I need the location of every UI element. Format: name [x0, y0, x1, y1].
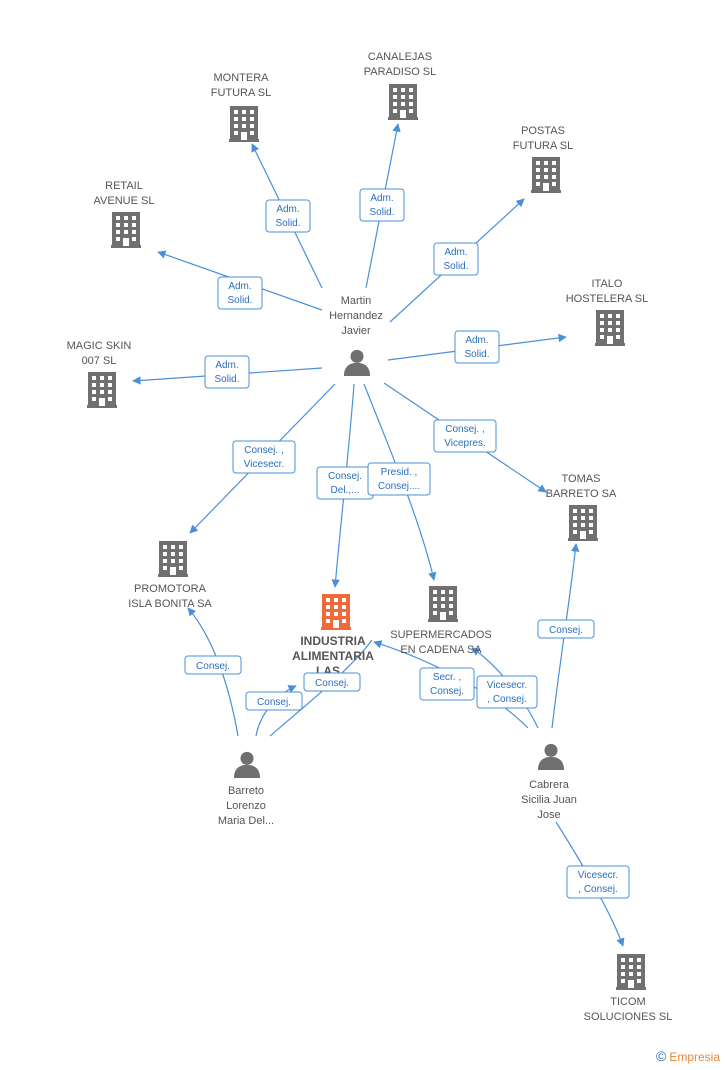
brand-name: Empresia: [669, 1050, 720, 1064]
role-tomas-martin[interactable]: Consej. ,Vicepres.: [433, 419, 497, 453]
svg-text:Presid. ,Consej....: Presid. ,Consej....: [378, 467, 420, 492]
svg-text:Consej.: Consej.: [315, 678, 349, 689]
svg-text:Consej. ,Vicepres.: Consej. ,Vicepres.: [444, 424, 486, 449]
svg-text:Consej. ,Vicesecr.: Consej. ,Vicesecr.: [244, 445, 284, 470]
role-industria-barreto-2[interactable]: Consej.: [303, 672, 361, 692]
role-supermercados-martin[interactable]: Presid. ,Consej....: [367, 462, 431, 496]
company-industria[interactable]: [321, 594, 351, 630]
role-promotora-martin[interactable]: Consej. ,Vicesecr.: [232, 440, 296, 474]
role-tomas-cabrera[interactable]: Consej.: [537, 619, 595, 639]
svg-text:Adm.Solid.: Adm.Solid.: [227, 281, 252, 306]
role-industria-barreto-1[interactable]: Consej.: [245, 691, 303, 711]
svg-text:Adm.Solid.: Adm.Solid.: [369, 193, 394, 218]
role-retail[interactable]: Adm.Solid.: [217, 276, 263, 310]
svg-text:Vicesecr., Consej.: Vicesecr., Consej.: [578, 870, 618, 895]
company-promotora[interactable]: [158, 541, 188, 577]
person-barreto[interactable]: [233, 751, 261, 778]
svg-text:Adm.Solid.: Adm.Solid.: [275, 204, 300, 229]
role-italo[interactable]: Adm.Solid.: [454, 330, 500, 364]
svg-text:Consej.: Consej.: [196, 661, 230, 672]
copyright-symbol: ©: [655, 1048, 667, 1064]
person-martin[interactable]: [343, 349, 371, 376]
company-retail[interactable]: [111, 212, 141, 248]
role-postas[interactable]: Adm.Solid.: [433, 242, 479, 276]
company-magic[interactable]: [87, 372, 117, 408]
svg-text:Adm.Solid.: Adm.Solid.: [464, 335, 489, 360]
role-canalejas[interactable]: Adm.Solid.: [359, 188, 405, 222]
edges-layer: [132, 123, 625, 947]
person-cabrera[interactable]: [537, 743, 565, 770]
role-ticom-cabrera[interactable]: Vicesecr., Consej.: [566, 865, 630, 899]
role-supermercados-cabrera[interactable]: Vicesecr., Consej.: [476, 675, 538, 709]
svg-text:Adm.Solid.: Adm.Solid.: [443, 247, 468, 272]
company-ticom[interactable]: [616, 954, 646, 990]
brand-watermark: ©Empresia: [656, 1048, 720, 1064]
svg-text:Consej.: Consej.: [257, 697, 291, 708]
role-magic[interactable]: Adm.Solid.: [204, 355, 250, 389]
company-tomas[interactable]: [568, 505, 598, 541]
company-montera[interactable]: [229, 106, 259, 142]
role-montera[interactable]: Adm.Solid.: [265, 199, 311, 233]
role-industria-cabrera[interactable]: Secr. ,Consej.: [419, 667, 475, 701]
svg-text:Vicesecr., Consej.: Vicesecr., Consej.: [487, 680, 527, 705]
svg-text:Consej.Del.,...: Consej.Del.,...: [328, 471, 362, 496]
role-industria-martin[interactable]: Consej.Del.,...: [316, 466, 374, 500]
company-italo[interactable]: [595, 310, 625, 346]
company-postas[interactable]: [531, 157, 561, 193]
svg-text:Adm.Solid.: Adm.Solid.: [214, 360, 239, 385]
role-promotora-barreto[interactable]: Consej.: [184, 655, 242, 675]
company-supermercados[interactable]: [428, 586, 458, 622]
svg-text:Consej.: Consej.: [549, 625, 583, 636]
company-canalejas[interactable]: [388, 84, 418, 120]
svg-text:Secr. ,Consej.: Secr. ,Consej.: [430, 672, 464, 697]
